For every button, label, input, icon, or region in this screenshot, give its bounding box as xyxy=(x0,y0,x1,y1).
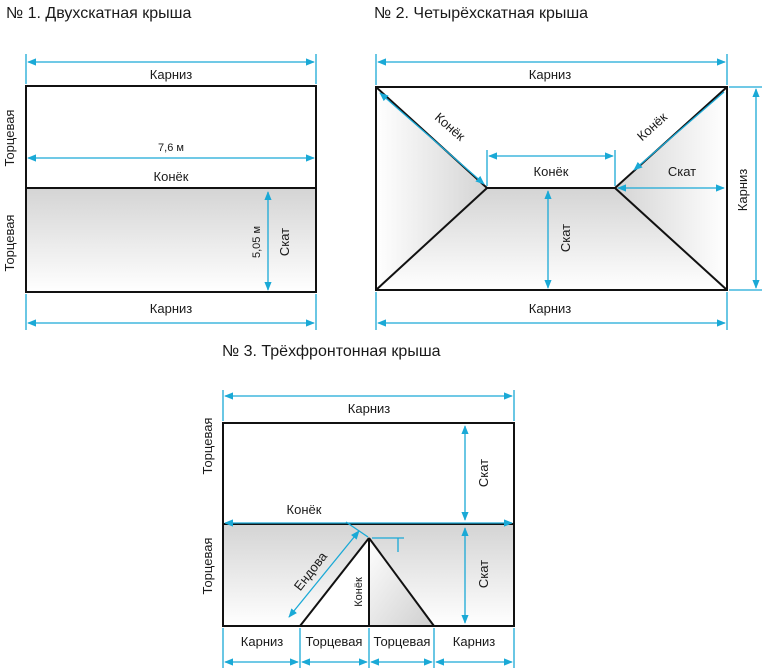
roof3-gable-ridge-label: Конёк xyxy=(353,577,365,607)
roof2-slope-center-label: Скат xyxy=(558,224,573,252)
roof3-slope-bottom-label: Скат xyxy=(476,560,491,588)
roof3-bottom-gable-left-label: Торцевая xyxy=(306,634,363,649)
roof2-hip-right-label: Конёк xyxy=(634,109,670,144)
roof1-ridge-label: Конёк xyxy=(154,169,189,184)
roof1-slope-length-label: 5,05 м xyxy=(251,226,263,258)
roof2-hip-line-bottom-left xyxy=(375,187,488,291)
roof3-title: № 3. Трёхфронтонная крыша xyxy=(222,343,441,360)
roof2-outline xyxy=(375,86,728,291)
roof2-hip-left-label: Конёк xyxy=(432,109,468,143)
roof3-bottom-eave-left-label: Карниз xyxy=(241,634,283,649)
roof2-top-eave-label: Карниз xyxy=(529,67,571,82)
roof2-ridge-label: Конёк xyxy=(534,164,569,179)
roof2-slope-side-label: Скат xyxy=(668,164,696,179)
roof1-group: № 1. Двухскатная крыша Карниз 7,6 м Конё… xyxy=(2,5,317,327)
roof3-ridge-label: Конёк xyxy=(287,502,322,517)
roof1-gable-top-label: Торцевая xyxy=(2,110,17,167)
roof1-bottom-eave-label: Карниз xyxy=(150,301,192,316)
roof3-gable-bottom-label: Торцевая xyxy=(200,538,215,595)
roof2-bottom-eave-label: Карниз xyxy=(529,301,571,316)
roof2-group: № 2. Четырёхскатная крыша Карниз Конёк К… xyxy=(374,5,760,327)
roof1-width-label: 7,6 м xyxy=(158,142,184,154)
roof1-title: № 1. Двухскатная крыша xyxy=(6,5,192,22)
roof2-hip-line-bottom-right xyxy=(614,187,728,291)
roof2-right-eave-label: Карниз xyxy=(735,169,750,211)
roof3-slope-top-label: Скат xyxy=(476,459,491,487)
roof3-group: № 3. Трёхфронтонная крыша Карниз Торцева… xyxy=(200,343,515,668)
roof3-bottom-gable-right-label: Торцевая xyxy=(374,634,431,649)
roof3-gable-top-label: Торцевая xyxy=(200,418,215,475)
roof1-slope-label: Скат xyxy=(277,228,292,256)
roof3-bottom-eave-right-label: Карниз xyxy=(453,634,495,649)
roof1-lower-slope-shading xyxy=(26,188,316,292)
roof3-ridge-leader xyxy=(345,521,369,538)
roof3-top-eave-label: Карниз xyxy=(348,401,390,416)
roof3-valley-line-right xyxy=(368,537,435,627)
roof2-hip-left-dimension xyxy=(379,92,485,185)
roof2-title: № 2. Четырёхскатная крыша xyxy=(374,5,588,22)
extension-lines xyxy=(25,54,762,421)
roof3-valley-dimension xyxy=(288,530,360,618)
roof1-top-eave-label: Карниз xyxy=(150,67,192,82)
roof2-hip-right-dimension xyxy=(633,91,725,171)
roof1-gable-bottom-label: Торцевая xyxy=(2,215,17,272)
